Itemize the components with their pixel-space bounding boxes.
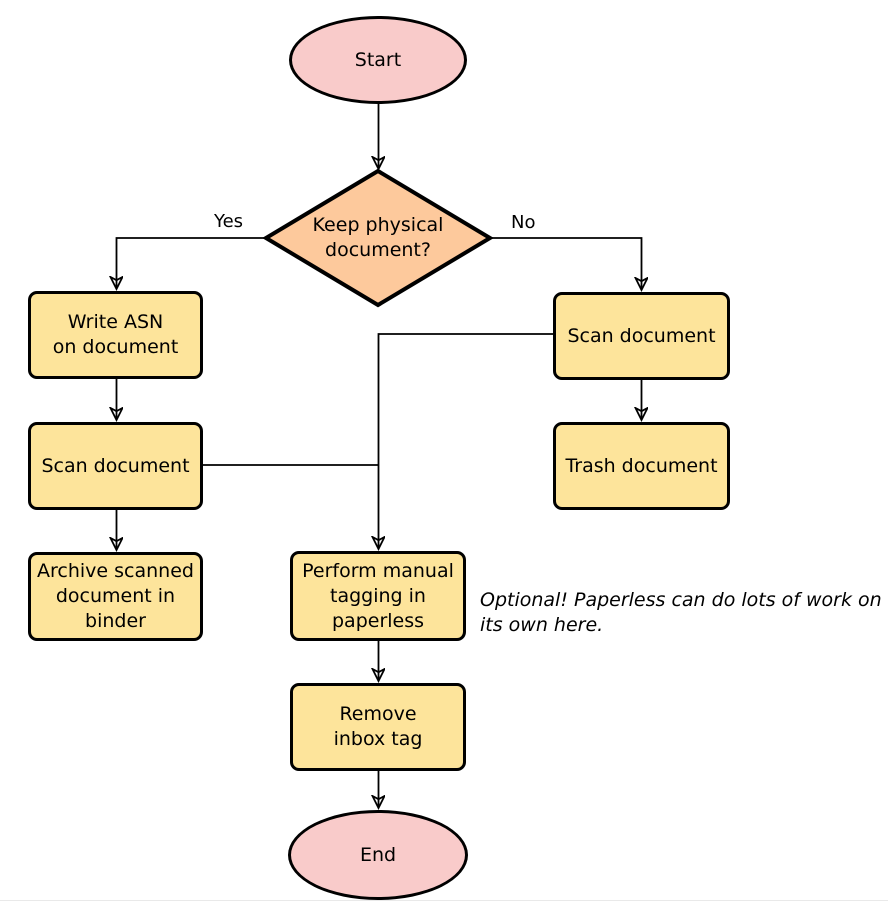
node-end-label: End bbox=[359, 843, 397, 866]
node-trash-document: Trash document bbox=[553, 422, 730, 510]
node-decision-shape bbox=[262, 168, 494, 308]
node-remove-inbox-tag: Remove inbox tag bbox=[290, 683, 466, 771]
node-manual-tagging-label: Perform manual tagging in paperless bbox=[302, 559, 454, 632]
note-text: Optional! Paperless can do lots of work … bbox=[480, 589, 882, 636]
node-end: End bbox=[288, 810, 468, 900]
node-scan-document-right: Scan document bbox=[553, 292, 730, 380]
node-remove-inbox-tag-label: Remove inbox tag bbox=[333, 703, 423, 750]
edge-label-no: No bbox=[511, 212, 536, 233]
node-trash-document-label: Trash document bbox=[565, 454, 718, 477]
node-write-asn-label: Write ASN on document bbox=[52, 311, 179, 358]
node-decision-label: Keep physical document? bbox=[312, 213, 444, 261]
edge-scan-right-to-tagging bbox=[379, 333, 553, 549]
node-start: Start bbox=[289, 16, 467, 104]
decision-diamond bbox=[262, 168, 494, 308]
node-decision: Keep physical document? bbox=[276, 171, 480, 304]
node-archive-binder: Archive scanned document in binder bbox=[28, 552, 203, 641]
node-start-label: Start bbox=[354, 48, 402, 71]
node-scan-document-right-label: Scan document bbox=[567, 324, 716, 347]
node-manual-tagging: Perform manual tagging in paperless bbox=[290, 551, 466, 641]
edge-decision-yes-to-write-asn bbox=[117, 237, 268, 289]
edge-decision-no-to-scan-right bbox=[489, 237, 642, 290]
node-archive-binder-label: Archive scanned document in binder bbox=[37, 560, 194, 632]
node-scan-document-left-label: Scan document bbox=[41, 454, 190, 477]
edge-label-yes: Yes bbox=[214, 211, 244, 232]
bottom-divider bbox=[0, 900, 888, 901]
node-write-asn: Write ASN on document bbox=[28, 291, 203, 379]
node-scan-document-left: Scan document bbox=[28, 422, 203, 510]
